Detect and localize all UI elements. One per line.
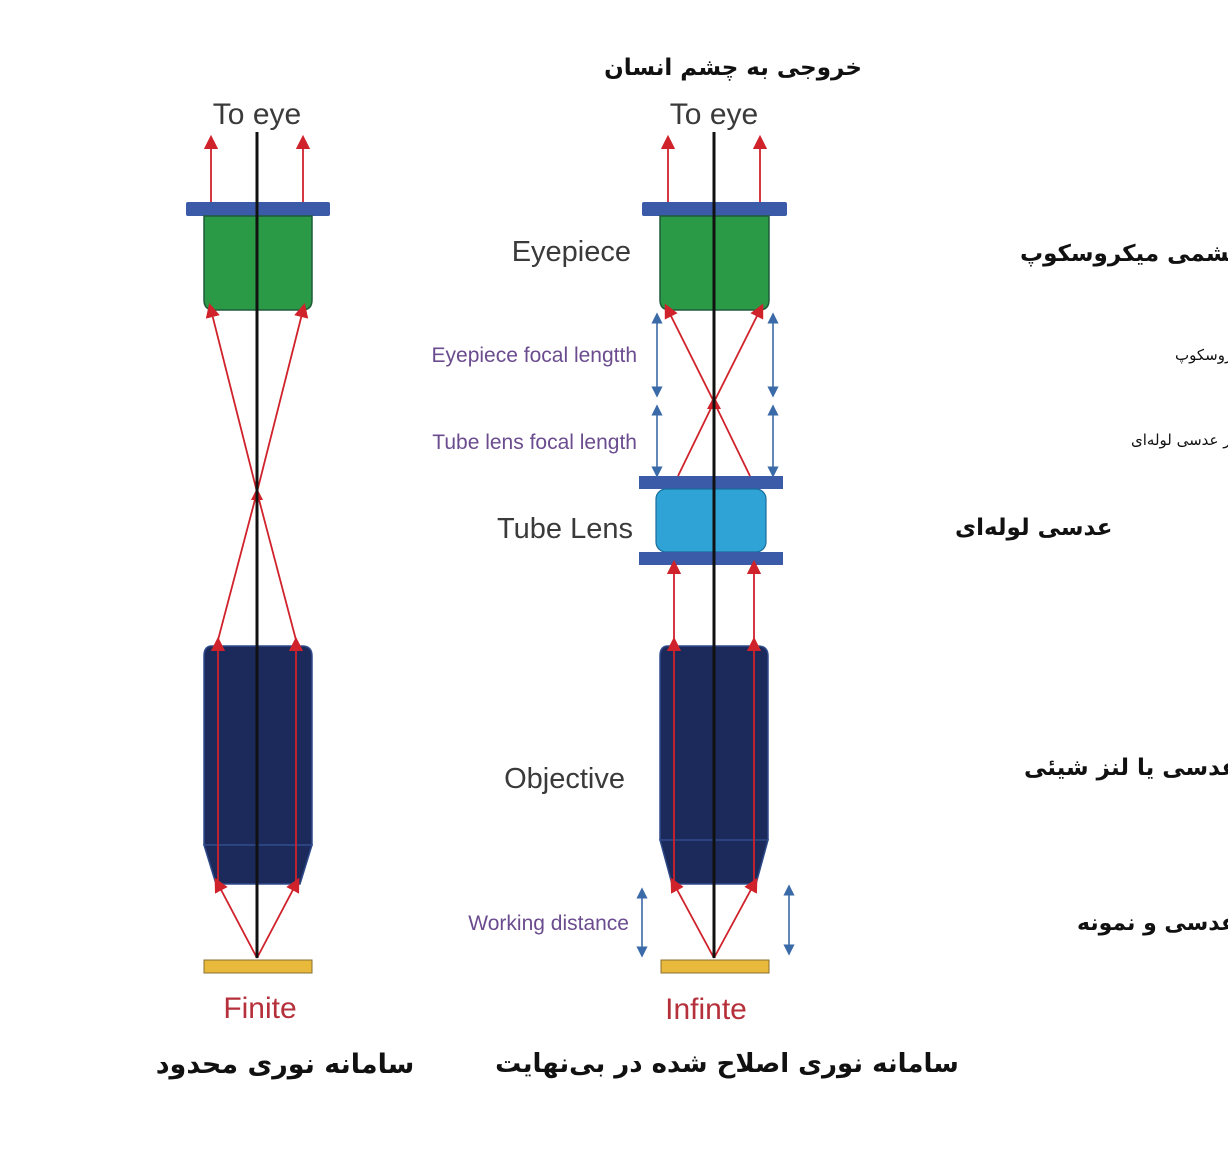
right-to-eye-label: To eye bbox=[670, 98, 758, 131]
eyepiece-focal-label: Eyepiece focal lengtth bbox=[432, 344, 637, 367]
tube-lens-bottom-plate bbox=[639, 552, 783, 565]
tube-lens-top-plate bbox=[639, 476, 783, 489]
left-sample-slide bbox=[203, 959, 313, 974]
objective-label-fa: عدسی یا لنز شیئی bbox=[1024, 755, 1228, 781]
to-eye-caption-fa: خروجی به چشم انسان bbox=[604, 55, 862, 81]
finite-label: Finite bbox=[223, 992, 296, 1025]
tube-focal-label: Tube lens focal length bbox=[432, 431, 637, 454]
tube-lens bbox=[655, 488, 767, 553]
eyepiece-label-fa: چشمی میکروسکوپ bbox=[1020, 241, 1228, 267]
right-sample-slide bbox=[660, 959, 770, 974]
right-rays bbox=[660, 134, 768, 959]
dimension-arrows bbox=[636, 312, 795, 958]
left-to-eye-label: To eye bbox=[213, 98, 301, 131]
left-rays bbox=[203, 134, 311, 959]
working-distance-label-fa: فاصله بین عدسی و نمونه bbox=[1077, 911, 1228, 936]
infinity-system: خروجی به چشم انسان To eye bbox=[432, 55, 1228, 1079]
working-distance-label: Working distance bbox=[468, 912, 629, 935]
tube-focal-label-fa: فاصله کانونی شدن تصویر عدسی لوله‌ای bbox=[1131, 431, 1228, 449]
finite-system: To eye Finite سامانه نوری محدود bbox=[156, 98, 415, 1080]
eyepiece-label: Eyepiece bbox=[512, 236, 631, 268]
objective-label: Objective bbox=[504, 763, 625, 795]
finite-caption-fa: سامانه نوری محدود bbox=[156, 1049, 415, 1080]
infinite-caption-fa: سامانه نوری اصلاح شده در بی‌نهایت bbox=[495, 1049, 959, 1079]
tube-lens-label-fa: عدسی لوله‌ای bbox=[955, 515, 1113, 541]
infinite-label: Infinte bbox=[665, 993, 747, 1026]
eyepiece-focal-label-fa: فاصله کانونی شدن تصویر چشمی میکروسکوپ bbox=[1175, 346, 1228, 364]
tube-lens-label: Tube Lens bbox=[497, 513, 633, 545]
